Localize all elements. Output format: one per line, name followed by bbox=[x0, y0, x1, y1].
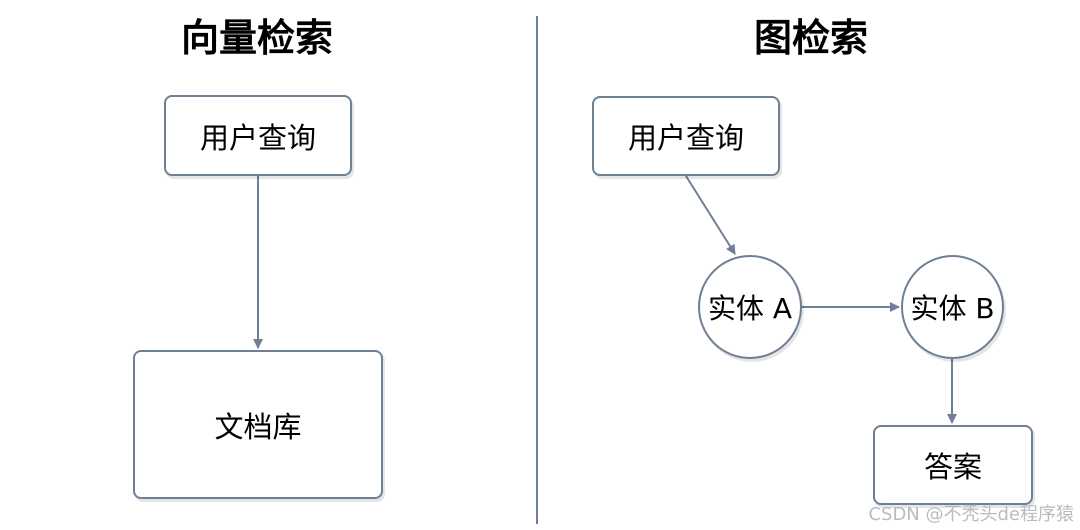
vector-query-label: 用户查询 bbox=[199, 120, 316, 155]
graph-query-label: 用户查询 bbox=[627, 121, 744, 155]
vector-query-box: 用户查询 bbox=[164, 95, 352, 176]
entity-a-node: 实体 A bbox=[698, 255, 802, 359]
document-store-label: 文档库 bbox=[214, 409, 302, 444]
graph-retrieval-title: 图检索 bbox=[753, 16, 868, 60]
document-store-box: 文档库 bbox=[133, 350, 383, 499]
panel-divider bbox=[536, 16, 538, 524]
entity-b-node: 实体 B bbox=[901, 255, 1004, 359]
vector-retrieval-title: 向量检索 bbox=[180, 16, 333, 60]
entity-b-label: 实体 B bbox=[910, 292, 995, 325]
entity-a-label: 实体 A bbox=[707, 292, 793, 325]
answer-box: 答案 bbox=[873, 425, 1033, 505]
watermark: CSDN @不秃头de程序猿 bbox=[868, 504, 1074, 525]
graph-query-box: 用户查询 bbox=[592, 96, 780, 176]
arrow-query-to-entity-a bbox=[685, 175, 736, 255]
answer-label: 答案 bbox=[923, 450, 982, 484]
